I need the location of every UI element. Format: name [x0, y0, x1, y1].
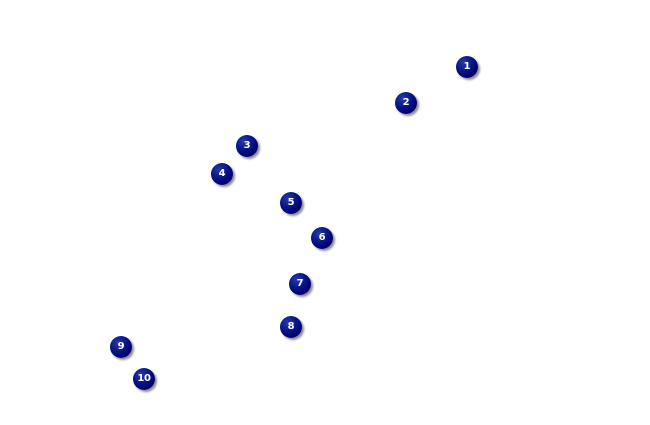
marker-label: 1: [463, 61, 471, 72]
marker-2[interactable]: 2: [395, 92, 417, 114]
marker-label: 2: [402, 97, 410, 108]
marker-3[interactable]: 3: [236, 135, 258, 157]
marker-label: 9: [117, 341, 125, 352]
marker-label: 5: [287, 197, 295, 208]
marker-10[interactable]: 10: [133, 368, 155, 390]
marker-label: 4: [218, 168, 226, 179]
marker-4[interactable]: 4: [211, 163, 233, 185]
marker-8[interactable]: 8: [280, 316, 302, 338]
marker-label: 8: [287, 321, 295, 332]
marker-5[interactable]: 5: [280, 192, 302, 214]
marker-9[interactable]: 9: [110, 336, 132, 358]
marker-7[interactable]: 7: [289, 273, 311, 295]
marker-label: 6: [318, 232, 326, 243]
marker-6[interactable]: 6: [311, 227, 333, 249]
marker-label: 7: [296, 278, 304, 289]
marker-label: 3: [243, 140, 251, 151]
marker-label: 10: [137, 373, 151, 384]
marker-1[interactable]: 1: [456, 56, 478, 78]
